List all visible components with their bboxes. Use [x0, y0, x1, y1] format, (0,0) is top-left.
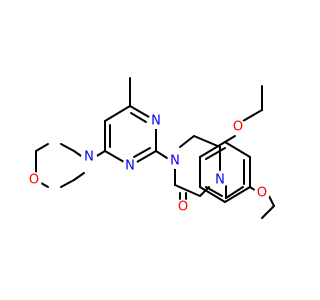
- bond: [136, 150, 157, 163]
- pyrimidine-n1-atom: N: [122, 158, 138, 174]
- bond: [104, 150, 125, 163]
- bond: [242, 109, 263, 122]
- bond: [205, 147, 226, 160]
- carbonyl-oxygen-label: O: [178, 200, 188, 215]
- carbonyl-oxygen-atom: O: [175, 199, 191, 215]
- bond: [35, 143, 49, 152]
- piperazine-n4-atom: N: [212, 172, 228, 188]
- piperazine-n4-label: N: [215, 173, 225, 188]
- bond: [199, 141, 226, 158]
- bond: [224, 141, 251, 158]
- pyrimidine-n3-label: N: [151, 114, 161, 129]
- piperazine-n1-atom: N: [167, 153, 183, 169]
- morpholine-nitrogen-label: N: [84, 150, 94, 165]
- pyrimidine-n3-atom: N: [148, 113, 164, 129]
- molecule-structure-diagram: O N N N N N O O: [26, 77, 275, 219]
- ethoxy-lower-oxygen-label: O: [257, 186, 267, 201]
- pyrimidine-n1-label: N: [125, 159, 135, 174]
- bond: [224, 135, 236, 143]
- bond-layer: [35, 77, 275, 219]
- bond: [73, 172, 85, 181]
- atom-label-layer: O N N N N N O O: [26, 113, 270, 215]
- morpholine-oxygen-label: O: [29, 173, 39, 188]
- bond: [205, 186, 223, 197]
- bond: [60, 143, 75, 152]
- bond: [179, 135, 195, 148]
- bond: [193, 135, 221, 148]
- bond: [261, 205, 275, 219]
- bond: [129, 105, 150, 118]
- bond: [104, 105, 131, 122]
- ethoxy-upper-oxygen-atom: O: [230, 119, 246, 135]
- bond: [224, 186, 251, 203]
- ethoxy-upper-oxygen-label: O: [233, 120, 243, 135]
- morpholine-oxygen-atom: O: [26, 172, 42, 188]
- bond: [225, 186, 244, 199]
- morpholine-nitrogen-atom: N: [81, 149, 97, 165]
- bond: [174, 184, 201, 197]
- bond: [268, 195, 275, 207]
- piperazine-n1-label: N: [170, 154, 180, 169]
- ethoxy-lower-oxygen-atom: O: [254, 185, 270, 201]
- bond: [133, 147, 151, 158]
- bond: [199, 186, 226, 203]
- bond: [130, 112, 147, 123]
- bond: [60, 179, 75, 188]
